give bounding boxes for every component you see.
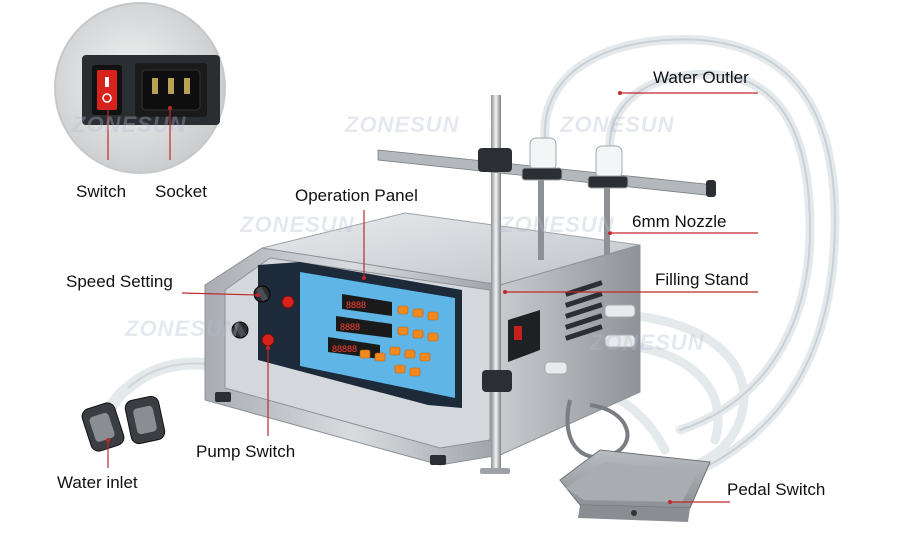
label-speed-setting: Speed Setting [66,272,173,291]
label-water-inlet: Water inlet [57,473,138,492]
watermark: ZONESUN [500,212,615,237]
label-operation-panel: Operation Panel [295,186,418,205]
label-pump-switch: Pump Switch [196,442,296,461]
label-water-outler: Water Outler [653,68,749,87]
watermark: ZONESUN [590,330,705,355]
watermark: ZONESUN [345,112,460,137]
svg-text:8888: 8888 [346,300,366,310]
water-inlet-filters [81,382,166,452]
nozzles [521,137,629,189]
speed-knobs [231,285,271,339]
operation-panel: 8888 8888 88888 [258,262,462,408]
svg-text:8888: 8888 [340,322,360,332]
switch-socket-inset [54,2,226,174]
watermark: ZONESUN [240,212,355,237]
label-pedal-switch: Pedal Switch [727,480,826,499]
watermark: ZONESUN [72,112,187,137]
label-switch: Switch [76,182,127,201]
label-filling-stand: Filling Stand [655,270,749,289]
leader-lines [107,92,758,503]
label-6mm-nozzle: 6mm Nozzle [632,212,727,231]
watermark: ZONESUN [560,112,675,137]
watermark: ZONESUN [125,316,240,341]
pedal-switch [559,449,711,522]
svg-text:88888: 88888 [332,344,357,354]
label-socket: Socket [155,182,207,201]
side-vent [564,280,603,341]
